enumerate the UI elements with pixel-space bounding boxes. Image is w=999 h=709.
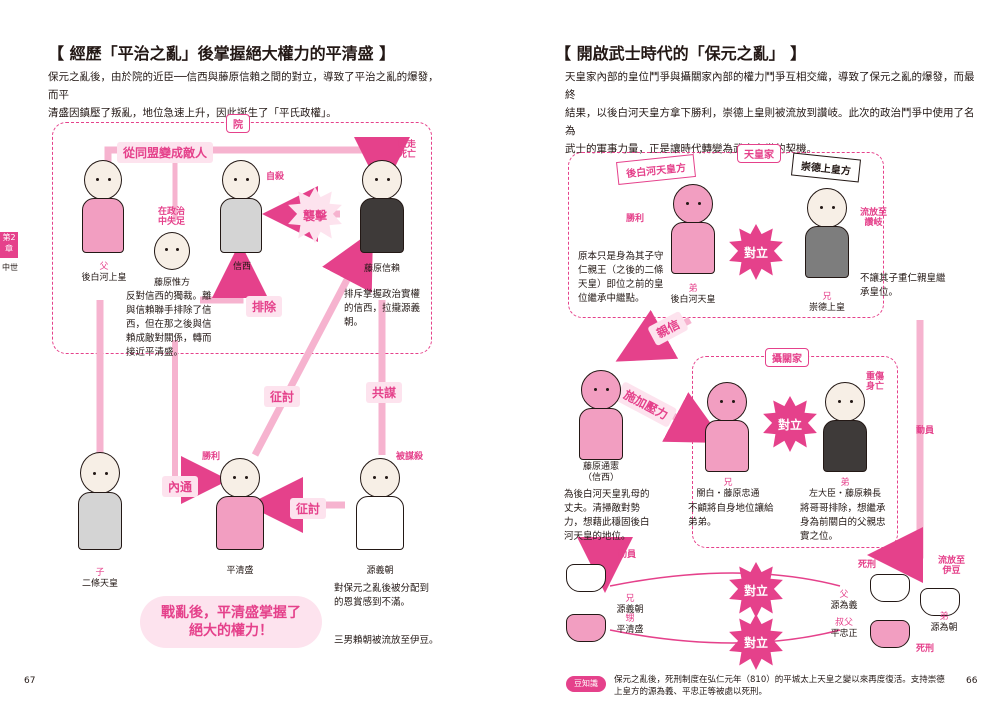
tag-victory: 勝利 bbox=[202, 452, 221, 462]
note-sutoku: 不讓其子重仁親皇繼承皇位。 bbox=[860, 273, 946, 298]
tag-defeat-death: 敗走 死亡 bbox=[398, 140, 417, 160]
page-number-right: 66 bbox=[966, 676, 978, 686]
figure-korekata bbox=[150, 228, 194, 276]
left-intro: 保元之亂後，由於院的近臣──信西與藤原信賴之間的對立，導致了平治之亂的爆發，而平… bbox=[48, 68, 448, 122]
highlight-bubble bbox=[140, 596, 322, 648]
figure-kiyomori-left bbox=[212, 452, 268, 552]
label-kiyomori-left: 平清盛 bbox=[226, 566, 254, 576]
label-shinzei-right: 藤原通憲（信西） bbox=[582, 462, 619, 483]
tag-exiled-sanuki: 流放至 讚岐 bbox=[860, 208, 888, 228]
label-goshirakawa-right: 弟後白河天皇 bbox=[670, 284, 716, 305]
highlight-line-2: 絕大的權力！ bbox=[189, 623, 273, 639]
helmet-tametomo bbox=[920, 588, 960, 616]
right-intro-line-2: 結果，以後白河天皇方拿下勝利，崇德上皇則被流放到讚岐。此次的政治鬥爭中使用了名為 bbox=[565, 107, 975, 137]
note-shinzei-right: 為後白河天皇乳母的丈夫。清掃敵對勢力，想藉此穩固後白河天皇的地位。 bbox=[564, 489, 650, 542]
label-yoshitomo-right: 兄源義朝 bbox=[616, 594, 644, 615]
in-group-label: 院 bbox=[226, 114, 250, 133]
figure-yorinaga bbox=[818, 378, 872, 473]
figure-goshirakawa-left bbox=[78, 160, 128, 255]
label-shinzei-left: 信西 bbox=[232, 262, 251, 272]
label-nijo: 子二條天皇 bbox=[81, 568, 118, 589]
label-goshirakawa-left: 父後白河上皇 bbox=[81, 262, 127, 283]
figure-goshirakawa-right bbox=[666, 180, 720, 275]
figure-sutoku bbox=[800, 184, 854, 279]
figure-nobuyori bbox=[356, 160, 408, 255]
note-korekata: 反對信西的獨裁。離與信賴聯手排除了信西，但在那之後與信賴成敵對關係，轉而接近平清… bbox=[126, 291, 212, 358]
regent-group-label: 攝關家 bbox=[765, 348, 809, 367]
tag-death-penalty: 死刑 bbox=[858, 560, 877, 570]
note-yorinaga: 將哥哥排除，想繼承身為前關白的父親忠實之位。 bbox=[800, 503, 886, 542]
trivia-badge: 豆知識 bbox=[566, 676, 606, 692]
label-tadamasa: 叔父平忠正 bbox=[830, 618, 858, 639]
highlight-text: 戰亂後，平清盛掌握了 絕大的權力！ bbox=[140, 604, 322, 640]
imperial-group-label: 天皇家 bbox=[737, 144, 781, 163]
figure-nijo bbox=[74, 452, 126, 552]
arrow-label-ally-to-enemy: 從同盟變成敵人 bbox=[117, 142, 214, 163]
right-page-title: 【 開啟武士時代的「保元之亂」 】 bbox=[555, 44, 807, 63]
left-arrows bbox=[96, 137, 410, 533]
label-tameyoshi: 父源為義 bbox=[830, 590, 858, 611]
figure-shinzei-left bbox=[216, 160, 266, 255]
figure-tadamichi bbox=[700, 378, 754, 473]
label-nobuyori: 藤原信賴 bbox=[363, 264, 400, 274]
highlight-line-1: 戰亂後，平清盛掌握了 bbox=[161, 605, 301, 621]
label-sutoku: 兄崇德上皇 bbox=[808, 292, 845, 313]
tag-political-fall: 在政治 中失足 bbox=[158, 207, 186, 227]
arrow-label-campaign-1: 征討 bbox=[264, 386, 301, 407]
arrow-label-exclude: 排除 bbox=[246, 296, 283, 317]
arrow-label-internal: 內通 bbox=[162, 476, 199, 497]
helmet-tadamasa bbox=[870, 620, 910, 648]
label-korekata: 藤原惟方 bbox=[153, 278, 190, 288]
note-goshirakawa-right: 原本只是身為其子守仁親王（之後的二條天皇）即位之前的皇位繼承中繼點。 bbox=[578, 251, 664, 304]
label-tadamichi: 兄關白・藤原忠通 bbox=[696, 478, 760, 499]
label-yorinaga: 弟左大臣・藤原賴長 bbox=[808, 478, 881, 499]
helmet-yoshitomo bbox=[566, 564, 606, 592]
side-tab-chapter[interactable]: 第2章 bbox=[0, 232, 18, 258]
figure-shinzei-right bbox=[574, 366, 628, 461]
arrow-label-campaign-2: 征討 bbox=[290, 498, 327, 519]
tag-mobilize-left: 動員 bbox=[618, 550, 637, 560]
tag-death-penalty-2: 死刑 bbox=[916, 644, 935, 654]
tag-victory-right: 勝利 bbox=[626, 214, 645, 224]
note-nobuyori: 排斥掌握政治實權的信西，拉攏源義朝。 bbox=[344, 289, 421, 328]
tag-mobilize-right: 動員 bbox=[916, 426, 935, 436]
tag-exiled-izu: 流放至 伊豆 bbox=[938, 556, 966, 576]
right-intro-line-1: 天皇家內部的皇位鬥爭與攝關家內部的權力鬥爭互相交織，導致了保元之亂的爆發，而最終 bbox=[565, 71, 975, 101]
trivia-text: 保元之亂後，死刑制度在弘仁元年（810）的平城太上天皇之變以來再度復活。支持崇德… bbox=[614, 675, 945, 697]
page-number-left: 67 bbox=[24, 676, 36, 686]
left-intro-line-2: 清盛因鎮壓了叛亂，地位急速上升，因此誕生了「平氏政權」。 bbox=[48, 107, 337, 119]
note-yoshitomo: 對保元之亂後被分配到的恩賞感到不滿。 bbox=[334, 583, 430, 608]
label-yoshitomo-left: 源義朝 bbox=[366, 566, 394, 576]
label-kiyomori-right: 甥平清盛 bbox=[616, 614, 644, 635]
figure-yoshitomo-left bbox=[352, 452, 408, 552]
label-tametomo: 弟源為朝 bbox=[930, 612, 958, 633]
tag-assassinated: 被謀殺 bbox=[396, 452, 424, 462]
helmet-kiyomori bbox=[566, 614, 606, 642]
arrow-label-conspire: 共謀 bbox=[366, 382, 403, 403]
tag-injured-death: 重傷 身亡 bbox=[866, 372, 885, 392]
side-tab-era: 中世 bbox=[2, 263, 18, 272]
left-intro-line-1: 保元之亂後，由於院的近臣──信西與藤原信賴之間的對立，導致了平治之亂的爆發，而平 bbox=[48, 71, 439, 101]
note-yoritomo: 三男賴朝被流放至伊豆。 bbox=[334, 635, 439, 646]
tag-suicide: 自殺 bbox=[266, 172, 285, 182]
note-tadamichi: 不顧將自身地位讓給弟弟。 bbox=[688, 503, 774, 528]
helmet-tameyoshi bbox=[870, 574, 910, 602]
imperial-group-frame bbox=[568, 152, 884, 318]
left-page-title: 【 經歷「平治之亂」後掌握絕大權力的平清盛 】 bbox=[48, 44, 396, 63]
